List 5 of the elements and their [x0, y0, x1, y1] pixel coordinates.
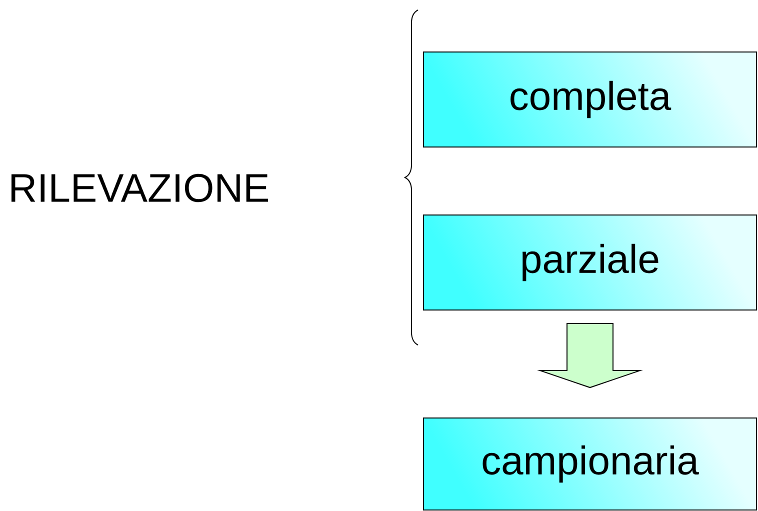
- process-box: campionaria: [423, 418, 757, 510]
- process-box: completa: [423, 52, 757, 148]
- block-arrow: [536, 323, 644, 388]
- process-box: parziale: [423, 214, 757, 310]
- label-text: RILEVAZIONE: [11, 174, 268, 202]
